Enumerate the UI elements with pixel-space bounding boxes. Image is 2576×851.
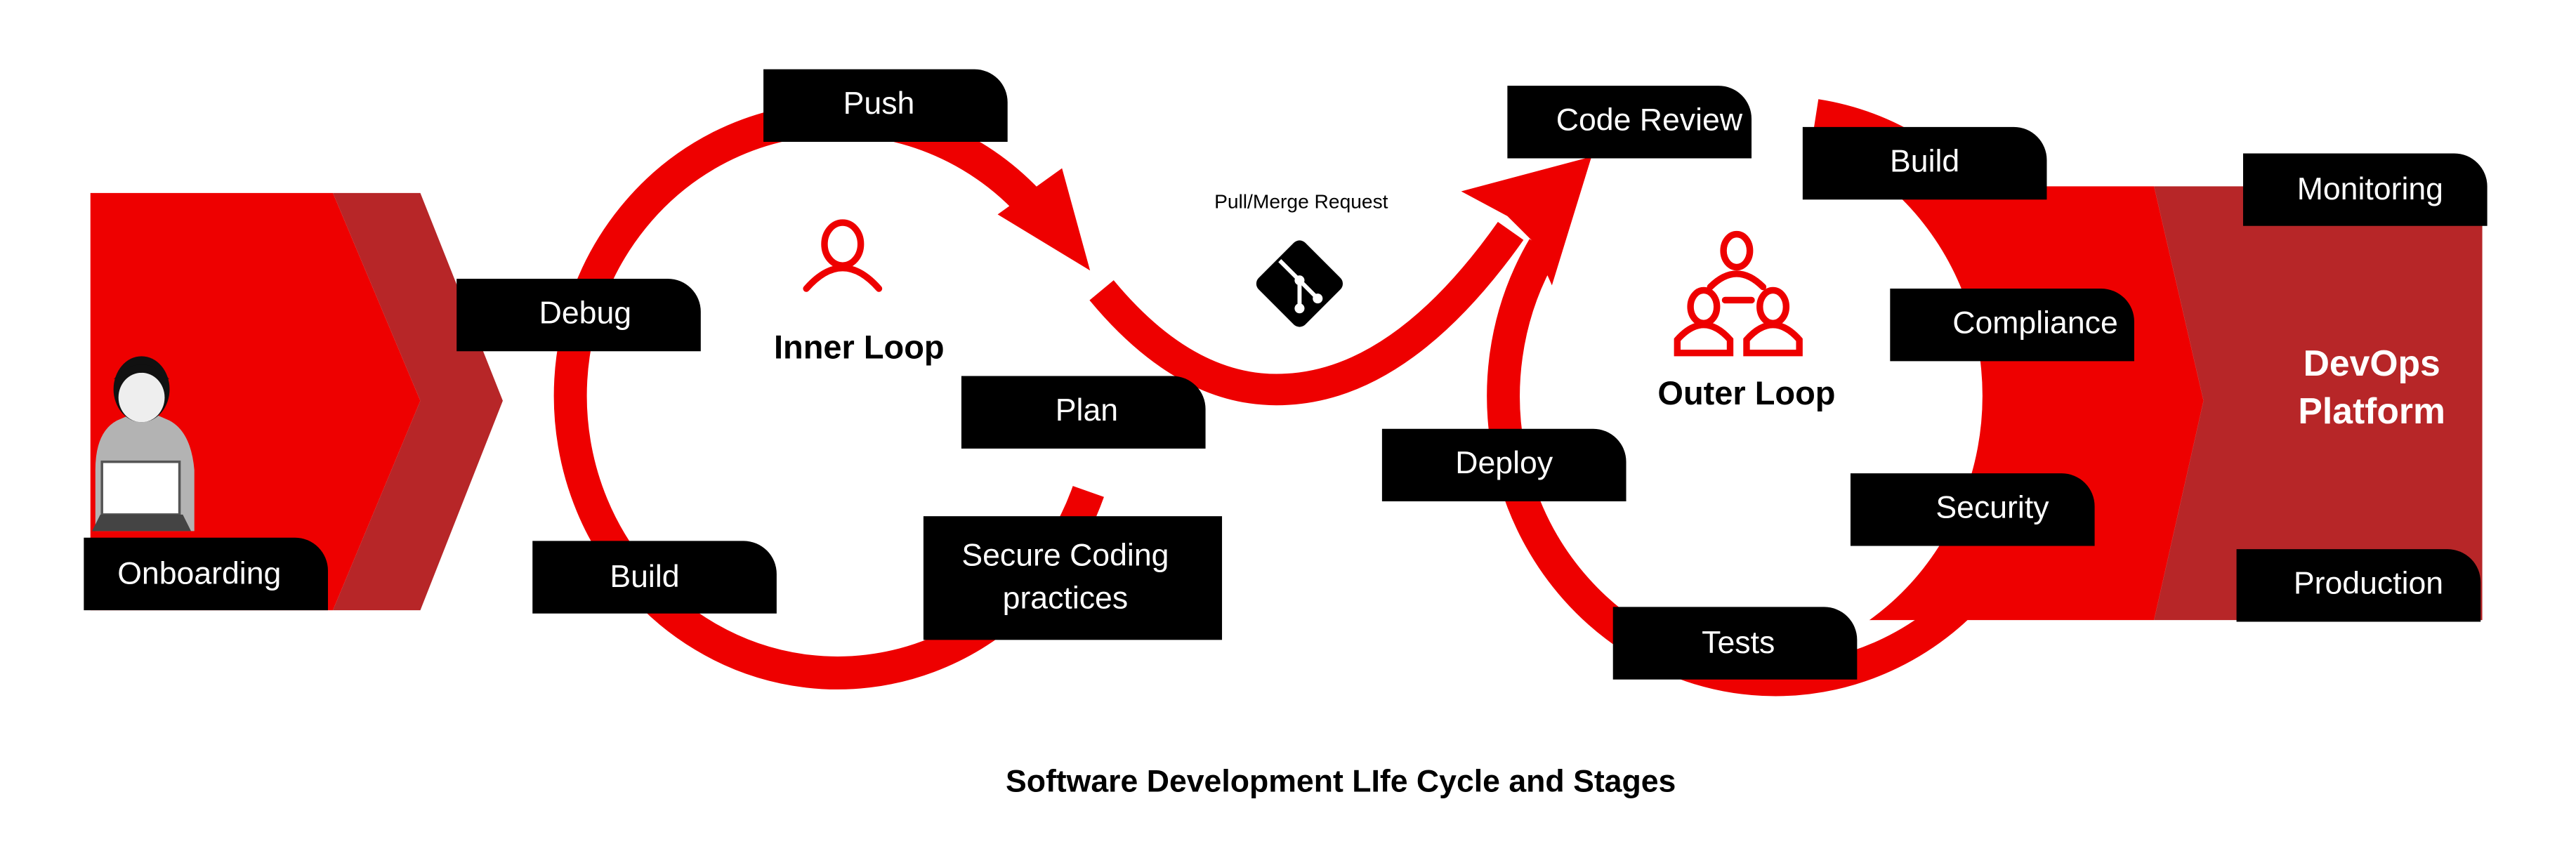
inner-loop-title: Inner Loop bbox=[774, 328, 945, 365]
user-icon bbox=[803, 219, 883, 292]
stage-debug: Debug bbox=[456, 278, 701, 352]
stage-security: Security bbox=[1850, 473, 2095, 546]
platform-title-line2: Platform bbox=[2298, 390, 2445, 431]
pull-request-connector bbox=[1089, 221, 1524, 406]
stage-outer-build: Build bbox=[1802, 126, 2047, 200]
platform-panel bbox=[2154, 186, 2483, 621]
stage-label: Monitoring bbox=[2297, 172, 2443, 206]
stage-label: Security bbox=[1936, 491, 2049, 525]
outer-loop-title: Outer Loop bbox=[1657, 374, 1835, 411]
stage-label: Production bbox=[2294, 567, 2443, 601]
stage-tests: Tests bbox=[1612, 607, 1858, 680]
stage-push: Push bbox=[763, 69, 1008, 142]
stage-production: Production bbox=[2236, 549, 2481, 622]
stage-label: Build bbox=[610, 560, 679, 594]
pull-request-label: Pull/Merge Request bbox=[1214, 190, 1388, 212]
stage-label: practices bbox=[1003, 581, 1129, 616]
stage-monitoring: Monitoring bbox=[2242, 153, 2488, 226]
stage-deploy: Deploy bbox=[1381, 428, 1627, 502]
stage-label: Compliance bbox=[1952, 306, 2118, 341]
team-icon bbox=[1674, 230, 1803, 357]
stage-label: Build bbox=[1890, 144, 1959, 178]
inner-loop-arrowhead bbox=[997, 168, 1091, 271]
stage-label: Push bbox=[843, 86, 915, 121]
stage-label: Deploy bbox=[1455, 446, 1553, 480]
stage-label: Tests bbox=[1702, 626, 1775, 660]
outer-loop-arrowhead bbox=[1461, 157, 1592, 286]
stage-secure-coding: Secure Coding practices bbox=[923, 516, 1223, 640]
person-laptop-icon bbox=[92, 356, 195, 532]
stage-label: Debug bbox=[539, 296, 631, 330]
diagram-caption: Software Development LIfe Cycle and Stag… bbox=[1006, 764, 1676, 798]
stage-onboarding: Onboarding bbox=[84, 537, 328, 611]
git-icon bbox=[1256, 240, 1343, 327]
platform-title-line1: DevOps bbox=[2304, 343, 2440, 383]
stage-label: Onboarding bbox=[117, 557, 281, 591]
stage-code-review: Code Review bbox=[1507, 86, 1752, 159]
stage-label: Code Review bbox=[1556, 103, 1743, 138]
stage-label: Secure Coding bbox=[961, 539, 1169, 573]
stage-label: Plan bbox=[1056, 393, 1118, 428]
stage-compliance: Compliance bbox=[1890, 289, 2134, 362]
stage-plan: Plan bbox=[961, 376, 1206, 449]
stage-inner-build: Build bbox=[532, 541, 777, 614]
